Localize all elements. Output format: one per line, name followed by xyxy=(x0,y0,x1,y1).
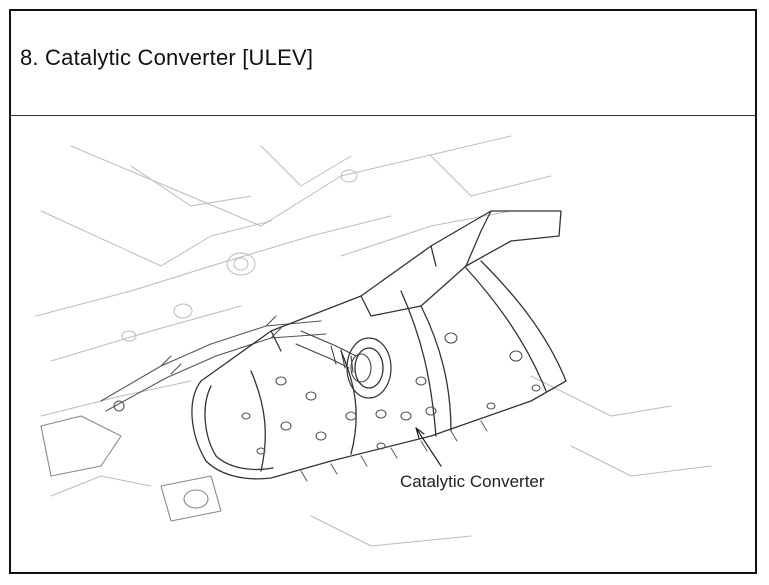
catalytic-converter-callout: Catalytic Converter xyxy=(400,472,545,491)
catalytic-converter-illustration xyxy=(35,135,712,547)
header-section: 8. Catalytic Converter [ULEV] xyxy=(11,11,755,116)
document-frame: 8. Catalytic Converter [ULEV] xyxy=(9,9,757,574)
illustration-section: Catalytic Converter xyxy=(11,116,755,572)
page-title: 8. Catalytic Converter [ULEV] xyxy=(20,45,314,70)
